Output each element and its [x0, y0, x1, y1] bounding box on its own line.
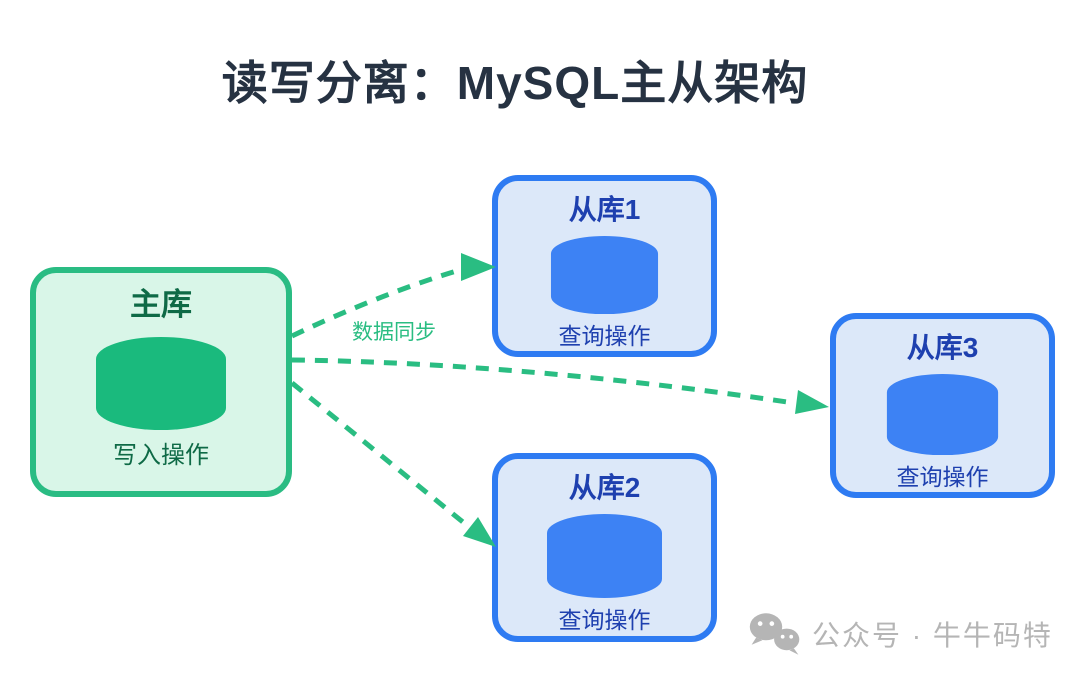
page-title: 读写分离：MySQL主从架构 [221, 56, 809, 109]
database-cylinder-icon [886, 374, 999, 456]
watermark-text: 公众号 · 牛牛码特 [812, 620, 1053, 651]
slave1-db-operation: 查询操作 [558, 323, 651, 350]
data-sync-label: 数据同步 [352, 321, 436, 344]
slave1-db-node: 从库1 查询操作 [492, 175, 717, 357]
watermark: 公众号 · 牛牛码特 [748, 611, 1053, 657]
slave3-db-node: 从库3 查询操作 [830, 313, 1055, 498]
arrow-master-to-slave2 [290, 381, 471, 529]
arrowhead-slave3 [795, 390, 829, 414]
slave2-db-title: 从库2 [568, 472, 641, 503]
database-cylinder-icon [547, 514, 662, 599]
slave2-db-operation: 查询操作 [558, 607, 651, 634]
master-db-title: 主库 [130, 287, 192, 322]
master-db-node: 主库 写入操作 [30, 267, 292, 497]
master-db-operation: 写入操作 [113, 441, 209, 469]
slave3-db-title: 从库3 [906, 332, 979, 363]
arrow-master-to-slave3 [291, 357, 795, 406]
slave1-db-title: 从库1 [568, 194, 641, 225]
slave2-db-node: 从库2 查询操作 [492, 453, 717, 642]
database-cylinder-icon [550, 236, 659, 315]
slave3-db-operation: 查询操作 [896, 464, 989, 491]
database-cylinder-icon [96, 336, 226, 430]
wechat-icon [749, 613, 800, 655]
arrowhead-slave1 [461, 253, 496, 281]
